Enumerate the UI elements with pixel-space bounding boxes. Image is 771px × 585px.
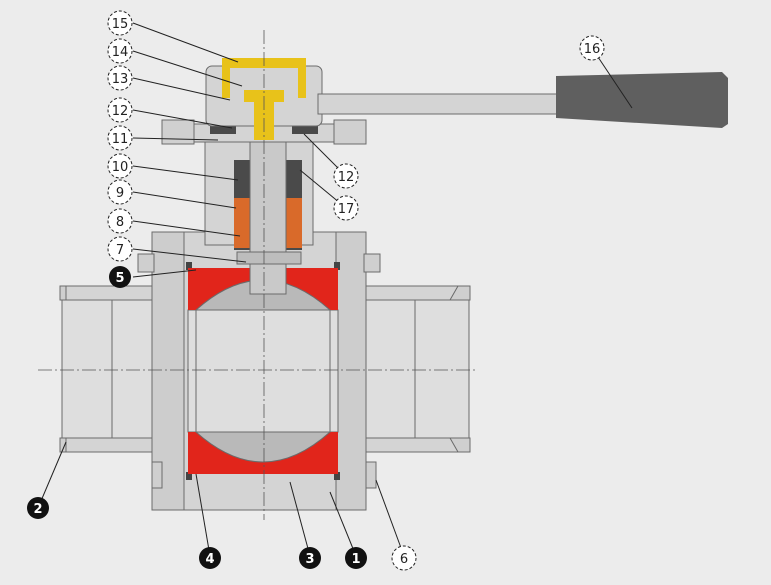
- callout-8: 8: [107, 208, 133, 234]
- callout-6-label: 6: [400, 552, 408, 567]
- callout-13-label: 13: [112, 72, 129, 87]
- callout-7-label: 7: [116, 243, 124, 258]
- callout-14-label: 14: [112, 45, 129, 60]
- callout-3: 3: [299, 547, 321, 569]
- callout-4-label: 4: [205, 552, 214, 567]
- callout-4: 4: [199, 547, 221, 569]
- callout-7: 7: [107, 236, 133, 262]
- callout-12-upper: 12: [107, 97, 133, 123]
- callout-5: 5: [109, 266, 131, 288]
- callout-16-label: 16: [584, 42, 601, 57]
- callout-14: 14: [107, 38, 133, 64]
- callout-15-label: 15: [112, 17, 129, 32]
- callout-10: 10: [107, 153, 133, 179]
- callout-10-label: 10: [112, 160, 129, 175]
- callout-12-lower-label: 12: [338, 170, 355, 185]
- callout-13: 13: [107, 65, 133, 91]
- callout-11: 11: [107, 125, 133, 151]
- callout-5-label: 5: [115, 271, 124, 286]
- callout-9-label: 9: [116, 186, 124, 201]
- callout-1-label: 1: [351, 552, 360, 567]
- callout-11-label: 11: [112, 132, 129, 147]
- callout-17: 17: [333, 195, 359, 221]
- callout-6: 6: [391, 545, 417, 571]
- callout-12-lower: 12: [333, 163, 359, 189]
- leader-lines: [37, 22, 633, 557]
- callout-1: 1: [345, 547, 367, 569]
- callout-2: 2: [27, 497, 49, 519]
- handle-lever: [317, 72, 728, 128]
- callout-12-upper-label: 12: [112, 104, 129, 119]
- callout-15: 15: [107, 10, 133, 36]
- callout-8-label: 8: [116, 215, 124, 230]
- callout-9: 9: [107, 179, 133, 205]
- callout-16: 16: [579, 35, 605, 61]
- lower-seat-and-ball: [188, 431, 338, 474]
- callout-2-label: 2: [33, 502, 42, 517]
- callout-17-label: 17: [338, 202, 355, 217]
- stem-assembly: [234, 139, 302, 295]
- callout-3-label: 3: [305, 552, 314, 567]
